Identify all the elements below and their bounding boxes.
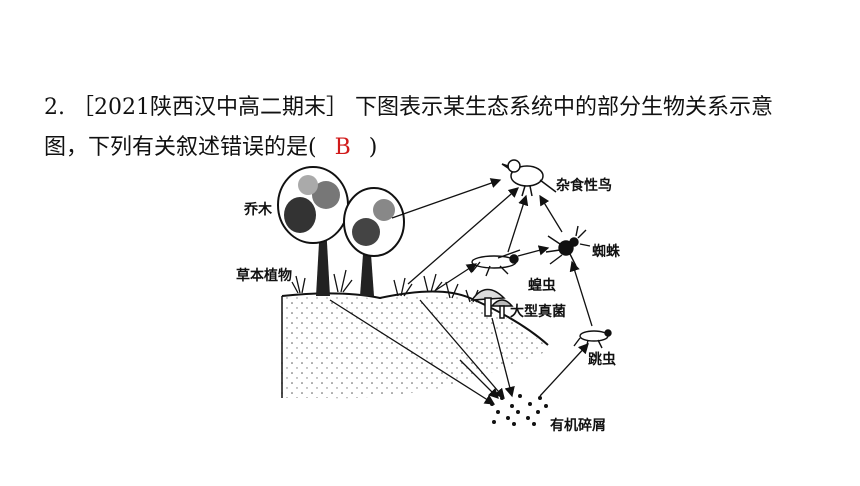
question-line1-body: 下图表示某生态系统中的部分生物关系示意 (355, 95, 774, 120)
detritus-dots (490, 394, 548, 426)
arrow-tree-to-detritus (329, 299, 496, 405)
arrow-locust-to-spider (517, 245, 550, 257)
spider-drawing (545, 225, 591, 267)
tree-right (343, 187, 405, 296)
question-source: ［2021陕西汉中高二期末］ (72, 95, 348, 120)
question-text: 2. ［2021陕西汉中高二期末］ 下图表示某生态系统中的部分生物关系示意 图，… (44, 88, 773, 168)
tree-left (277, 166, 349, 296)
answer-letter: B (334, 135, 351, 160)
arrow-herb-to-locust (435, 263, 478, 291)
bird-drawing (501, 159, 557, 197)
label-springtail: 跳虫 (588, 351, 616, 368)
ground (280, 290, 549, 399)
close-paren: ) (368, 135, 378, 160)
arrow-detritus-to-springtail (539, 343, 589, 397)
label-spider: 蜘蛛 (592, 243, 621, 260)
question-line-1: 2. ［2021陕西汉中高二期末］ 下图表示某生态系统中的部分生物关系示意 (44, 88, 773, 128)
arrow-herb-to-detritus (419, 299, 505, 399)
label-bird: 杂食性鸟 (556, 177, 612, 194)
question-number: 2. (44, 95, 65, 120)
question-line-2: 图，下列有关叙述错误的是( B) (44, 128, 773, 168)
springtail-drawing (573, 329, 612, 351)
arrow-springtail-to-spider (569, 260, 593, 327)
arrow-ground-to-detritus (459, 359, 499, 399)
question-line2-body: 图，下列有关叙述错误的是( (44, 135, 317, 160)
arrow-locust-to-bird (507, 194, 529, 253)
label-tree: 乔木 (243, 201, 273, 218)
arrow-herb-to-bird (407, 187, 519, 285)
label-detritus: 有机碎屑 (550, 417, 606, 434)
label-herb: 草本植物 (236, 267, 292, 284)
label-locust: 蝗虫 (528, 277, 556, 294)
locust-drawing (471, 249, 521, 277)
fungus-drawing (470, 288, 514, 319)
arrow-fungus-to-detritus (491, 317, 515, 398)
arrow-tree-to-bird (391, 178, 502, 219)
food-web-arrows (329, 178, 593, 405)
label-fungus: 大型真菌 (510, 303, 566, 320)
arrow-spider-to-bird (539, 194, 563, 233)
